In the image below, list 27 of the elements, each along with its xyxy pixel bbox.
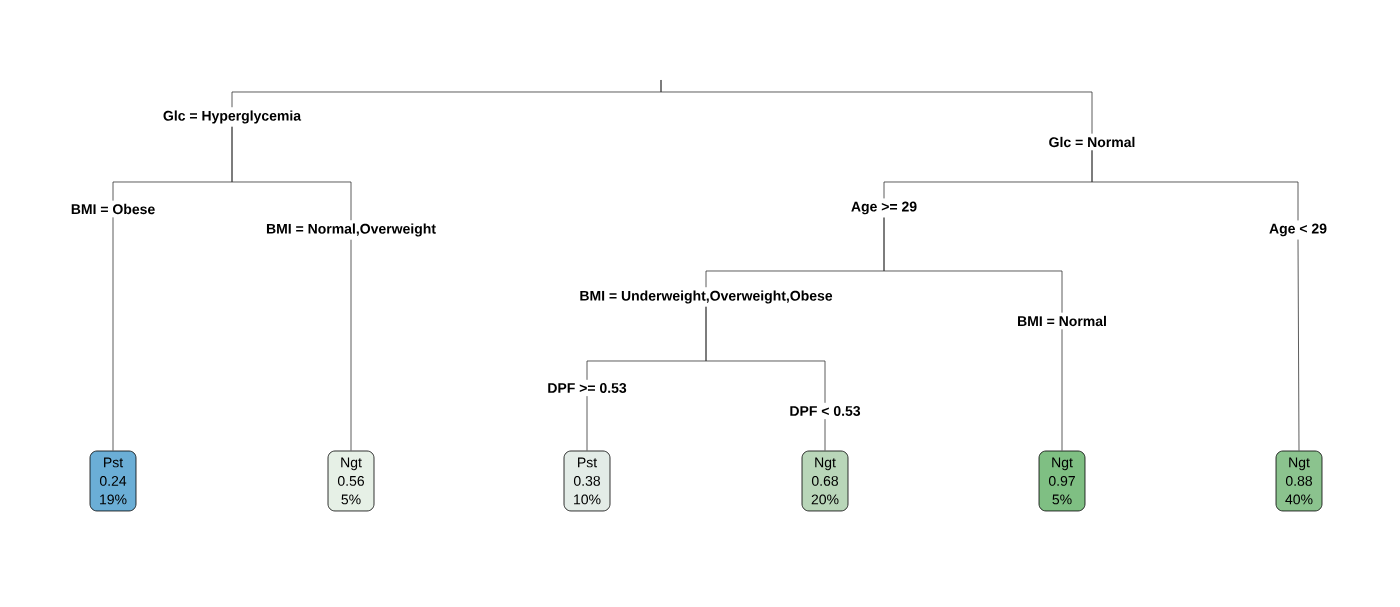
branch-line xyxy=(112,216,114,451)
split-label: DPF >= 0.53 xyxy=(545,380,629,396)
split-label: BMI = Normal,Overweight xyxy=(264,220,438,240)
leaf-box: Pst 0.24 19% xyxy=(89,450,137,512)
branch-line xyxy=(824,418,826,451)
branch-line xyxy=(231,126,352,221)
leaf-box: Ngt 0.56 5% xyxy=(327,450,375,512)
split-label: Glc = Normal xyxy=(1046,133,1138,151)
branch-line xyxy=(883,217,1063,314)
branch-line xyxy=(1297,239,1300,451)
split-label: DPF < 0.53 xyxy=(787,403,863,419)
branch-line xyxy=(350,239,352,451)
split-label: BMI = Normal xyxy=(1015,312,1109,330)
leaf-box: Ngt 0.97 5% xyxy=(1038,450,1086,512)
split-label: Age >= 29 xyxy=(848,198,920,218)
leaf-box: Pst 0.38 10% xyxy=(563,450,611,512)
branch-line xyxy=(586,395,588,451)
branch-line xyxy=(705,306,826,404)
branch-line xyxy=(1061,328,1063,451)
leaf-box: Ngt 0.68 20% xyxy=(801,450,849,512)
leaf-box: Ngt 0.88 40% xyxy=(1275,450,1323,512)
split-label: BMI = Underweight,Overweight,Obese xyxy=(577,287,835,307)
split-label: Glc = Hyperglycemia xyxy=(160,107,304,127)
split-label: BMI = Obese xyxy=(68,200,158,218)
split-label: Age < 29 xyxy=(1267,220,1329,240)
branch-line xyxy=(1091,149,1299,221)
branch-line xyxy=(660,79,1093,135)
